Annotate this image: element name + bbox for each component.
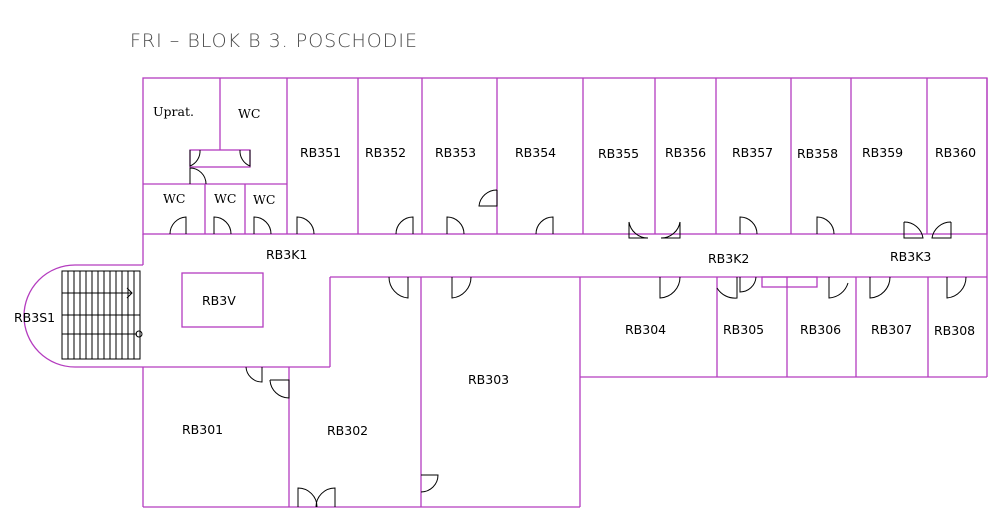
door-rb357 xyxy=(739,216,758,235)
door-exit-right xyxy=(315,487,336,508)
label-rb302: RB302 xyxy=(327,423,368,438)
walls xyxy=(23,77,988,508)
label-rb3k2: RB3K2 xyxy=(708,251,749,266)
doors xyxy=(169,149,967,508)
plan-title: FRI – BLOK B 3. POSCHODIE xyxy=(130,30,418,52)
label-rb304: RB304 xyxy=(625,322,666,337)
door-rb304 xyxy=(659,276,681,299)
label-uprat: Uprat. xyxy=(153,104,194,119)
door-wc-right xyxy=(239,149,251,167)
label-rb3v: RB3V xyxy=(202,293,236,308)
label-wc1: WC xyxy=(163,191,185,206)
door-rb302-side xyxy=(269,379,290,399)
label-rb307: RB307 xyxy=(871,322,912,337)
door-rb306 xyxy=(828,277,849,299)
rb3v-outline xyxy=(181,272,264,328)
label-wc3: WC xyxy=(253,192,275,207)
label-rb352: RB352 xyxy=(365,145,406,160)
door-exit-left xyxy=(297,487,318,508)
label-rb301: RB301 xyxy=(182,422,223,437)
door-rb352 xyxy=(395,216,414,235)
stair-end-mark xyxy=(135,330,143,338)
label-rb3k3: RB3K3 xyxy=(890,249,931,264)
label-rb357: RB357 xyxy=(732,145,773,160)
label-wc2: WC xyxy=(214,191,236,206)
door-rb303 xyxy=(451,276,472,299)
label-rb353: RB353 xyxy=(435,145,476,160)
label-rb351: RB351 xyxy=(300,145,341,160)
door-rb308 xyxy=(946,276,967,299)
label-rb354: RB354 xyxy=(515,145,556,160)
label-rb359: RB359 xyxy=(862,145,903,160)
label-rb358: RB358 xyxy=(797,146,838,161)
door-rb307 xyxy=(869,276,891,299)
label-rb305: RB305 xyxy=(723,322,764,337)
door-wc-left xyxy=(189,149,201,167)
label-rb356: RB356 xyxy=(665,145,706,160)
door-rb303-side xyxy=(420,474,439,493)
wc-lobby xyxy=(189,149,251,168)
label-rb303: RB303 xyxy=(468,372,509,387)
door-rb356 xyxy=(660,221,681,239)
label-rb3s1: RB3S1 xyxy=(14,310,55,325)
north-block-outline xyxy=(142,77,988,235)
door-rb354 xyxy=(535,216,554,235)
label-rb3k1: RB3K1 xyxy=(266,247,307,262)
door-rb360 xyxy=(931,221,952,239)
door-lobby-302 xyxy=(388,276,409,299)
door-rb355 xyxy=(628,221,649,239)
staircase xyxy=(61,270,143,360)
door-wc1 xyxy=(169,216,187,235)
door-wc3 xyxy=(253,216,272,235)
door-rb305 xyxy=(716,277,738,299)
door-rb353-side xyxy=(478,189,498,207)
door-rb351 xyxy=(296,216,315,235)
label-rb308: RB308 xyxy=(934,323,975,338)
room-labels: Uprat. WC WC WC WC RB351 RB352 RB353 RB3… xyxy=(14,104,976,438)
door-wc-lobby-bottom xyxy=(189,167,207,185)
door-rb359 xyxy=(903,221,924,239)
label-rb355: RB355 xyxy=(598,146,639,161)
stair-apse xyxy=(23,264,143,368)
door-rb358 xyxy=(816,216,835,235)
door-rb305b xyxy=(739,276,757,293)
door-rb353 xyxy=(446,216,465,235)
stair-arrow-head xyxy=(126,287,133,299)
label-wc-top: WC xyxy=(238,106,260,121)
door-wc2 xyxy=(213,216,232,235)
label-rb306: RB306 xyxy=(800,322,841,337)
label-rb360: RB360 xyxy=(935,145,976,160)
door-rb301 xyxy=(245,366,263,383)
shaft-rb306 xyxy=(761,276,818,288)
